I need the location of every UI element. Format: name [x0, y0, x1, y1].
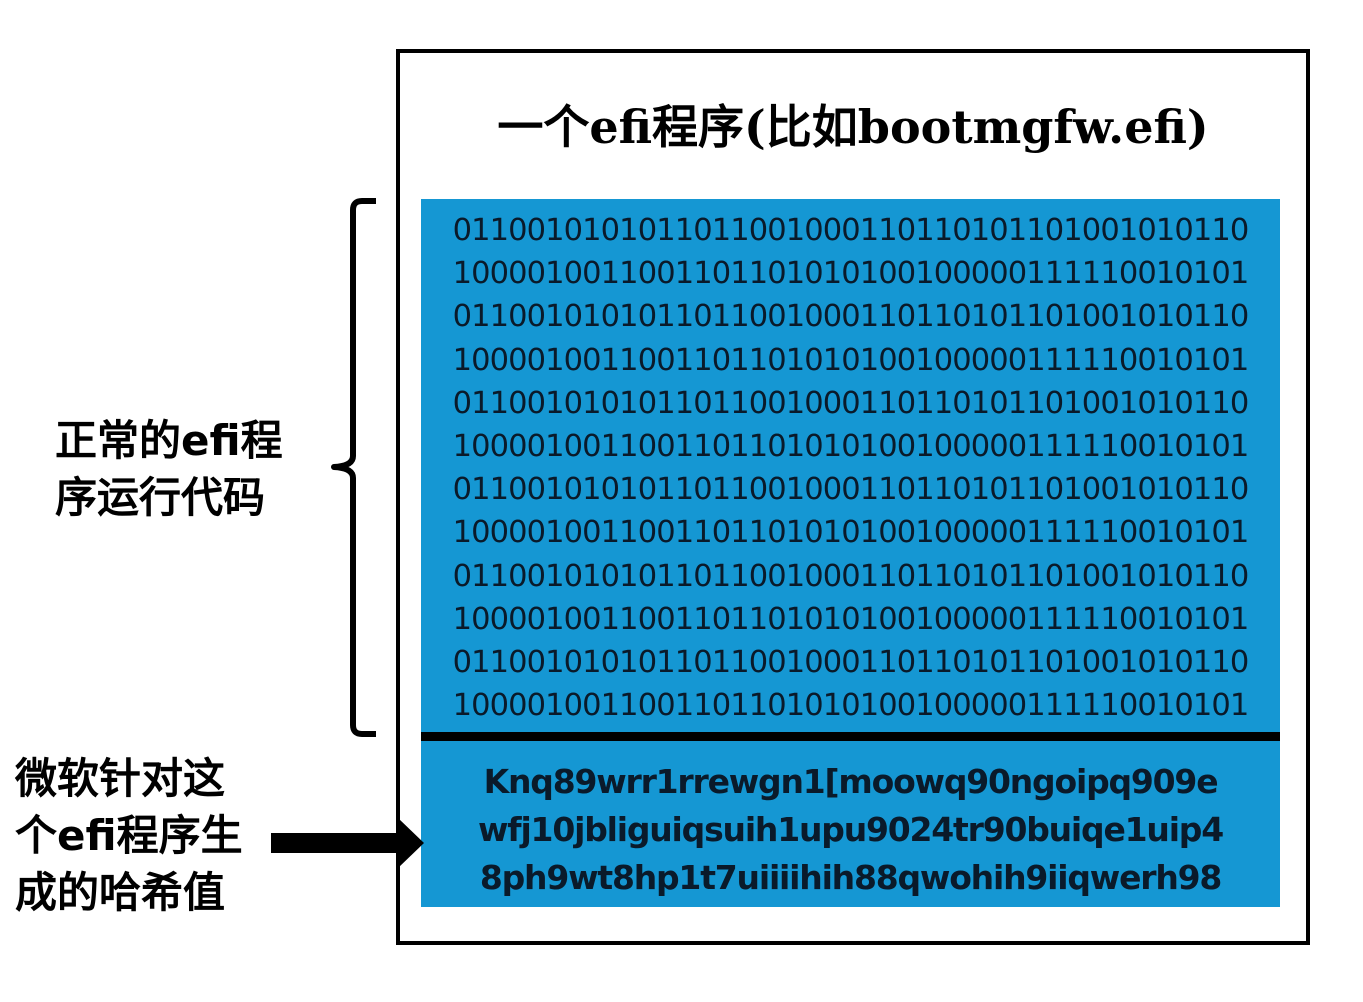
hash-label-line: 成的哈希值	[15, 868, 226, 917]
hash-line: 8ph9wt8hp1t7uiiiihih88qwohih9iiqwerh98	[479, 858, 1222, 897]
hash-line: Knq89wrr1rrewgn1[moowq90ngoipq909e	[483, 762, 1219, 801]
code-line: 1000010011001101101010100100000111110010…	[452, 342, 1250, 378]
code-line: 1000010011001101101010100100000111110010…	[452, 515, 1250, 551]
code-line: 0110010101011011001000110110101101001010…	[452, 213, 1250, 248]
section-divider	[421, 732, 1280, 741]
code-line: 1000010011001101101010100100000111110010…	[452, 429, 1250, 465]
hash-label-line: 微软针对这	[15, 754, 226, 803]
code-line: 1000010011001101101010100100000111110010…	[452, 601, 1250, 637]
code-line: 1000010011001101101010100100000111110010…	[452, 688, 1250, 724]
hash-line: wfj10jbliguiqsuih1upu9024tr90buiqe1uip4	[478, 810, 1224, 849]
code-line: 0110010101011011001000110110101101001010…	[452, 299, 1250, 335]
code-label-line: 正常的efi程	[55, 416, 283, 465]
hash-section-label: 微软针对这 个efi程序生 成的哈希值	[15, 750, 243, 921]
code-line: 0110010101011011001000110110101101001010…	[452, 558, 1250, 594]
signature-hash-block: Knq89wrr1rrewgn1[moowq90ngoipq909e wfj10…	[421, 741, 1280, 907]
code-section-label: 正常的efi程 序运行代码	[55, 412, 283, 526]
curly-brace-icon	[331, 198, 376, 737]
efi-code-block: 0110010101011011001000110110101101001010…	[421, 199, 1280, 732]
efi-program-box	[396, 49, 1310, 945]
code-label-line: 序运行代码	[55, 473, 266, 522]
code-line: 0110010101011011001000110110101101001010…	[452, 385, 1250, 421]
code-line: 1000010011001101101010100100000111110010…	[452, 256, 1250, 292]
efi-program-title: 一个efi程序(比如bootmgfw.efi)	[497, 100, 1209, 154]
code-line: 0110010101011011001000110110101101001010…	[452, 645, 1250, 681]
hash-label-line: 个efi程序生	[15, 811, 243, 860]
code-line: 0110010101011011001000110110101101001010…	[452, 472, 1250, 508]
